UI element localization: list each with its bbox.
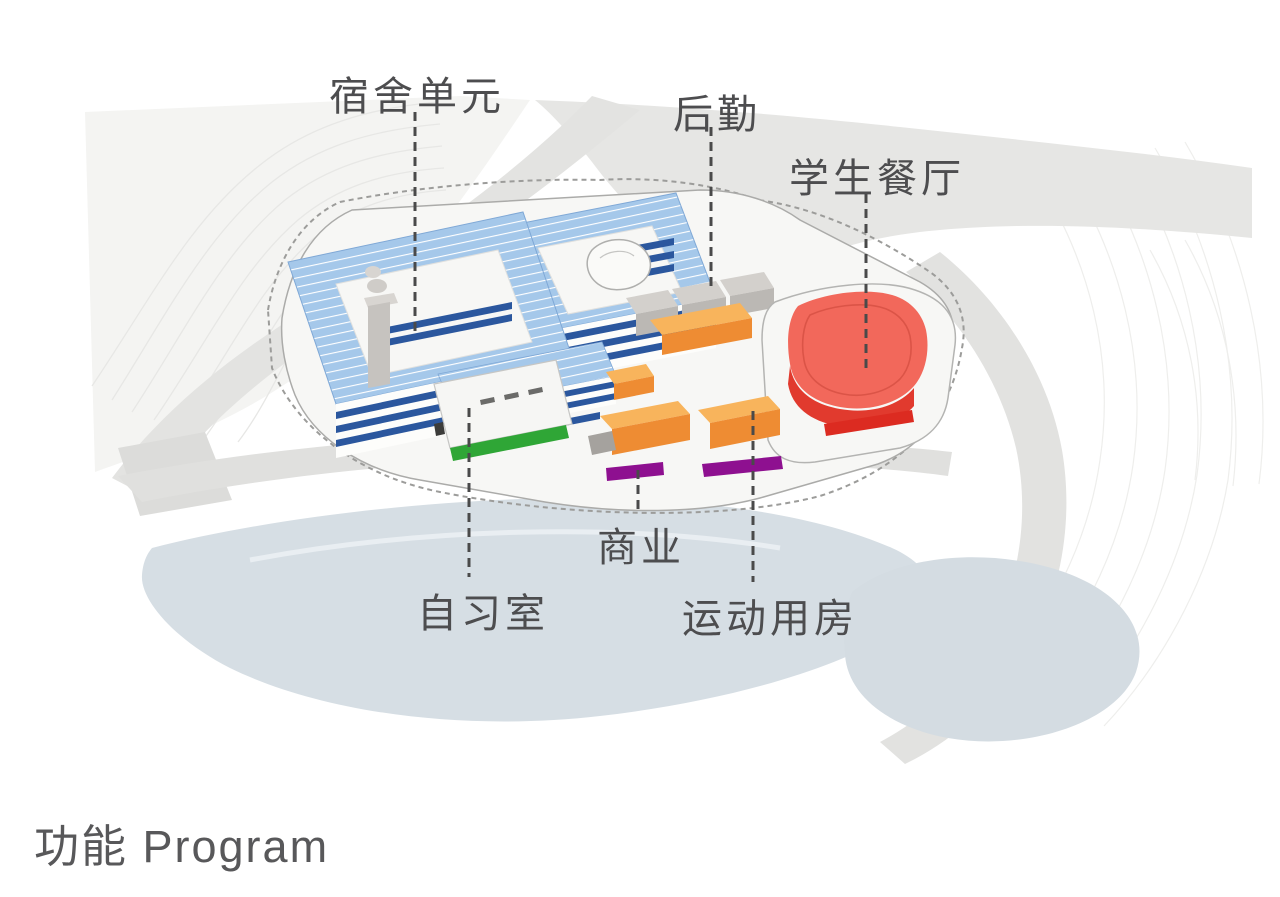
label-study-room: 自习室 [417, 592, 549, 636]
roof-dashes [480, 387, 543, 405]
orange-bar-side [710, 409, 780, 449]
orange-bar-roof [600, 401, 690, 429]
cafeteria-red-building [761, 283, 957, 464]
grey-block-roof [672, 281, 726, 305]
orange-bar-roof [698, 396, 780, 423]
stair-tower-body [368, 302, 390, 388]
grey-block-roof [626, 290, 678, 314]
orange-bar-side [662, 318, 752, 355]
courtyard-stripe [382, 314, 512, 347]
purple-strip [606, 462, 664, 481]
pavilion-detail [599, 250, 635, 259]
label-student-cafeteria: 学生餐厅 [789, 157, 965, 201]
label-logistics: 后勤 [673, 93, 761, 137]
purple-strip [702, 456, 783, 477]
water-ponds [141, 497, 1140, 742]
pond-right [844, 557, 1140, 742]
courtyard-pavilion [586, 238, 652, 291]
study-green-edge [450, 425, 569, 461]
grey-annex [588, 431, 616, 455]
orange-bar-roof [606, 364, 654, 384]
cafeteria-roof [788, 291, 928, 409]
sculpture-blob [367, 279, 387, 293]
label-sports-rooms: 运动用房 [682, 597, 858, 641]
cafeteria-base-band [788, 366, 914, 428]
label-dormitory-units: 宿舍单元 [329, 75, 505, 119]
orange-bar-side [614, 376, 654, 400]
commerce-purple-strips [606, 456, 783, 481]
orange-bar-roof [650, 303, 752, 335]
grey-block-roof [720, 272, 774, 296]
leader-lines [413, 112, 868, 582]
study-door [434, 422, 445, 436]
label-commerce: 商业 [597, 526, 685, 570]
page-title: 功能 Program [34, 821, 330, 872]
pond-highlight [249, 529, 781, 563]
sports-orange-blocks [588, 303, 780, 455]
sculpture-blob [365, 266, 381, 278]
cafeteria-roof-outline [801, 304, 912, 396]
orange-bar-side [612, 414, 690, 455]
cafeteria-entry-strip [824, 410, 914, 436]
site-boundary-dashed [266, 178, 965, 514]
pond-left [141, 497, 929, 722]
